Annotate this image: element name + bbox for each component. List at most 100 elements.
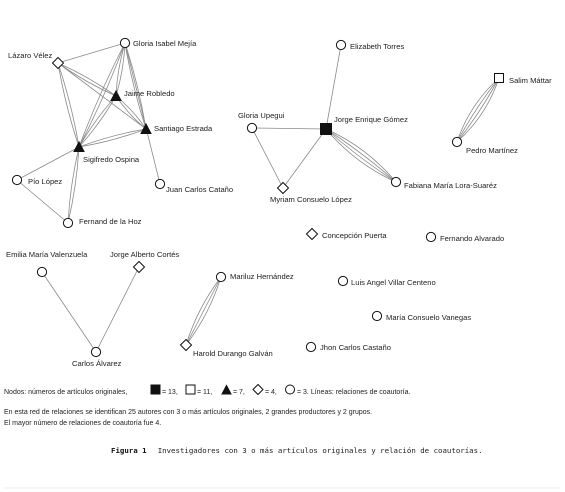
legend-square-open-icon xyxy=(185,384,196,395)
caption-body: Investigadores con 3 o más artículos ori… xyxy=(158,446,483,455)
node-elizabeth-circle-icon xyxy=(335,39,347,51)
label-elizabeth: Elizabeth Torres xyxy=(350,42,405,51)
label-lazaro: Lázaro Vélez xyxy=(8,51,53,60)
edge-santiago-sigifredo xyxy=(78,128,147,148)
label-gloria_u: Gloria Upegui xyxy=(238,111,285,120)
legend-circle-icon xyxy=(285,384,295,395)
legend-square-open-value: = 11, xyxy=(197,389,212,396)
edge-gloria_u-jorge_eg xyxy=(251,127,327,130)
node-gloria_im-circle-icon xyxy=(119,37,131,49)
legend-triangle-icon xyxy=(221,384,232,395)
edge-elizabeth-jorge_eg xyxy=(325,44,342,130)
edge-jorge_eg-fabiana xyxy=(325,128,397,183)
edge-mariluz-harold xyxy=(185,276,222,346)
edge-gloria_im-santiago xyxy=(124,42,147,130)
label-jaime: Jaime Robledo xyxy=(124,89,175,98)
edge-sigifredo-fernand xyxy=(67,146,80,224)
node-luis-circle-icon xyxy=(337,275,349,287)
node-fabiana-circle-icon xyxy=(390,176,402,188)
label-sigifredo: Sigifredo Ospina xyxy=(83,155,140,164)
node-myriam-diamond-icon xyxy=(276,181,290,195)
edge-lazaro-sigifredo xyxy=(57,62,80,148)
edge-lazaro-santiago xyxy=(57,62,147,130)
label-fernand: Fernand de la Hoz xyxy=(79,217,142,226)
node-pedro-circle-icon xyxy=(451,136,463,148)
node-santiago-triangle-icon xyxy=(140,122,152,134)
edge-pio-fernand xyxy=(16,179,69,224)
edge-santiago-sigifredo xyxy=(78,128,147,148)
edge-salim-pedro xyxy=(456,77,500,143)
label-jhon: Jhon Carlos Castaño xyxy=(320,343,391,352)
figure-notes: En esta red de relaciones se identifican… xyxy=(4,409,372,427)
label-maria_cv: María Consuelo Vanegas xyxy=(386,313,471,322)
edge-gloria_u-myriam xyxy=(251,127,284,189)
label-juancarlos: Juan Carlos Cataño xyxy=(166,185,233,194)
edge-jorge_eg-fabiana xyxy=(325,128,397,183)
label-jorge_eg: Jorge Enrique Gómez xyxy=(334,115,408,124)
label-mariluz: Mariluz Hernández xyxy=(230,272,294,281)
edge-lazaro-sigifredo xyxy=(57,62,80,148)
label-myriam: Myriam Consuelo López xyxy=(270,195,352,204)
node-maria_cv-circle-icon xyxy=(371,310,383,322)
legend-diamond-icon xyxy=(252,383,264,396)
edge-lazaro-jaime xyxy=(57,62,117,97)
coauthorship-edges xyxy=(16,42,500,353)
label-luis: Luis Angel Villar Centeno xyxy=(351,278,436,287)
legend-circle-value: = 3. Líneas: relaciones de coautoría. xyxy=(297,389,410,396)
node-carlos-circle-icon xyxy=(90,346,102,358)
edge-sigifredo-pio xyxy=(16,146,80,181)
node-fernand-circle-icon xyxy=(62,217,74,229)
node-jaime-triangle-icon xyxy=(110,89,122,101)
node-jorge_ac-diamond-icon xyxy=(132,260,146,274)
node-salim-square-icon xyxy=(494,73,504,83)
node-pio-circle-icon xyxy=(11,174,23,186)
edge-gloria_im-juancarlos xyxy=(124,42,161,185)
node-gloria_u-circle-icon xyxy=(246,122,258,134)
node-harold-diamond-icon xyxy=(179,338,193,352)
edge-mariluz-harold xyxy=(185,276,222,346)
node-sigifredo-triangle-icon xyxy=(73,140,85,152)
node-jorge_eg-square-filled-icon xyxy=(320,123,332,135)
author-nodes xyxy=(11,37,504,358)
edge-jorge_eg-fabiana xyxy=(325,128,397,183)
edge-salim-pedro xyxy=(456,77,500,143)
edge-jorge_ac-carlos xyxy=(95,266,140,353)
node-concepcion-diamond-icon xyxy=(305,227,319,241)
label-concepcion: Concepción Puerta xyxy=(322,231,387,240)
label-fabiana: Fabiana María Lora-Suaréz xyxy=(404,181,497,190)
node-lazaro-diamond-icon xyxy=(51,56,65,70)
legend-square-filled-value: = 13, xyxy=(162,389,178,396)
label-jorge_ac: Jorge Alberto Cortés xyxy=(110,250,179,259)
legend-triangle-value: = 7, xyxy=(233,389,245,396)
node-mariluz-circle-icon xyxy=(215,271,227,283)
label-fernando_a: Fernando Alvarado xyxy=(440,234,504,243)
label-salim: Salim Máttar xyxy=(509,76,552,85)
edge-jorge_eg-myriam xyxy=(282,128,327,189)
label-harold: Harold Durango Galván xyxy=(193,349,273,358)
caption-text: Figura 1 Investigadores con 3 o más artí… xyxy=(111,438,483,457)
edge-jorge_eg-fabiana xyxy=(325,128,397,183)
node-juancarlos-circle-icon xyxy=(154,178,166,190)
node-fernando_a-circle-icon xyxy=(425,231,437,243)
edge-gloria_im-sigifredo xyxy=(78,42,126,148)
edge-sigifredo-fernand xyxy=(67,146,80,224)
edge-lazaro-gloria_im xyxy=(57,42,126,64)
edge-jaime-sigifredo xyxy=(78,95,117,148)
edge-gloria_im-sigifredo xyxy=(78,42,126,148)
edge-salim-pedro xyxy=(456,77,500,143)
figure-caption: Figura 1 Investigadores con 3 o más artí… xyxy=(111,438,483,457)
label-pio: Pío López xyxy=(28,177,62,186)
note-line-1: En esta red de relaciones se identifican… xyxy=(4,409,372,416)
legend-intro: Nodos: números de artículos originales, xyxy=(4,389,127,396)
legend-square-filled-icon xyxy=(150,384,161,395)
label-carlos: Carlos Álvarez xyxy=(72,359,122,368)
node-emilia-circle-icon xyxy=(36,266,48,278)
caption-label: Figura 1 xyxy=(111,446,147,455)
edge-jaime-sigifredo xyxy=(78,95,117,148)
legend: Nodos: números de artículos originales, … xyxy=(4,383,410,396)
edge-mariluz-harold xyxy=(185,276,222,346)
label-emilia: Emilia María Valenzuela xyxy=(6,250,88,259)
edge-emilia-carlos xyxy=(41,271,97,353)
